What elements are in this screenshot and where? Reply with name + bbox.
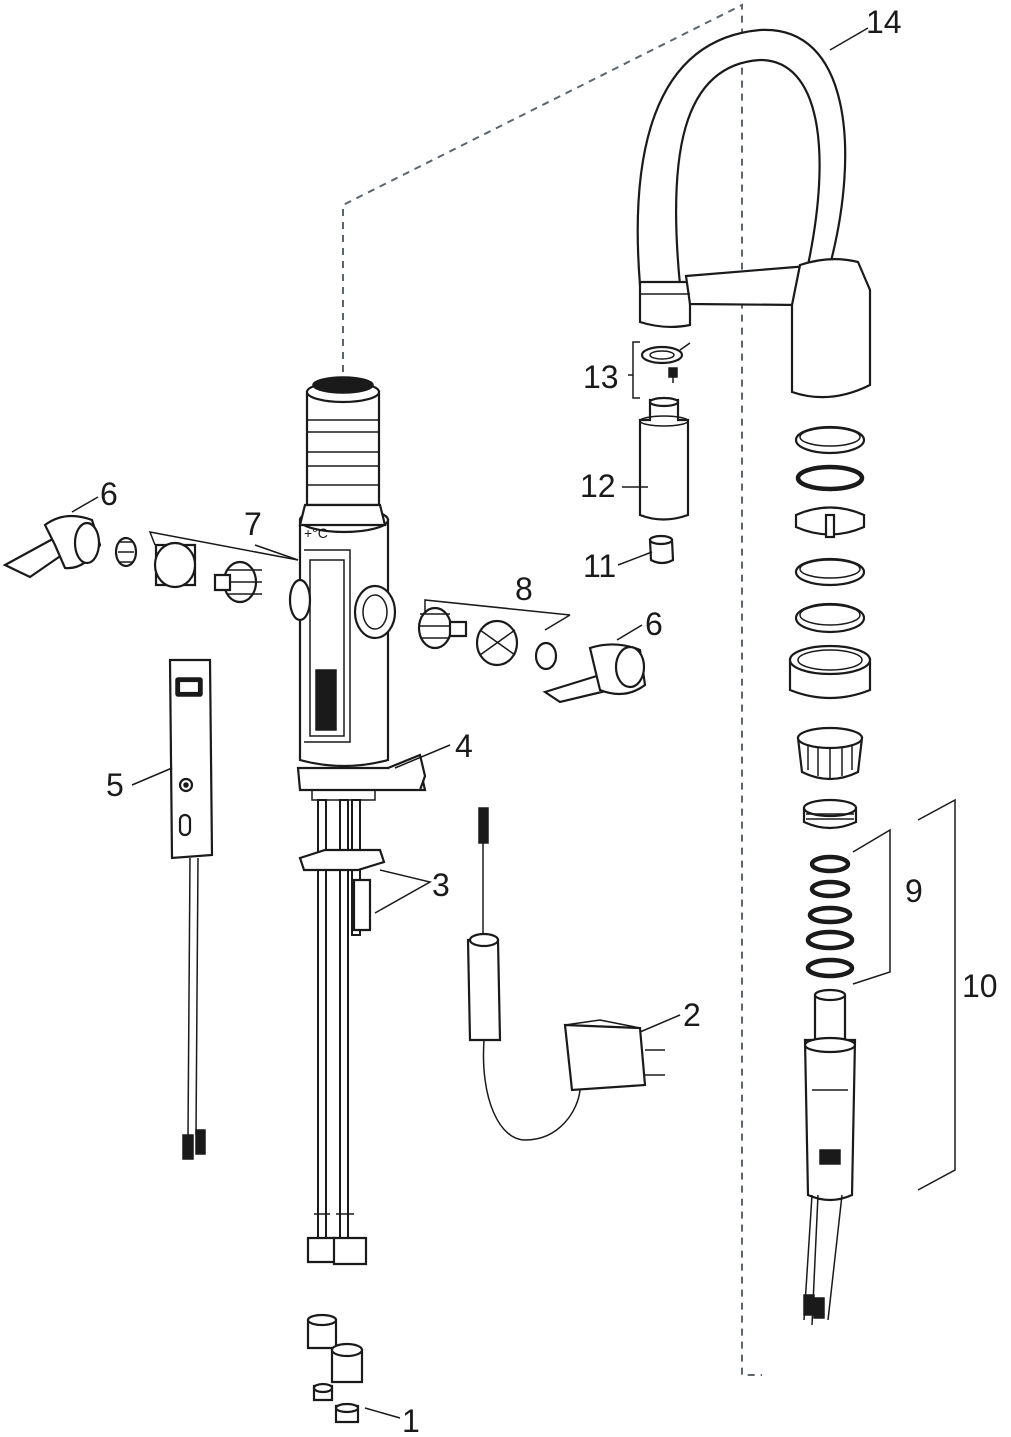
label-2: 2 (683, 997, 701, 1033)
temperature-marking: +°C (304, 525, 328, 541)
right-lever-handle (542, 643, 647, 704)
label-3: 3 (432, 867, 450, 903)
spout-nut (796, 726, 864, 781)
label-4: 4 (455, 728, 473, 764)
label-6-left: 6 (100, 476, 118, 512)
left-cartridge-set (114, 536, 262, 604)
label-8: 8 (515, 571, 533, 607)
leader-lines (71, 27, 956, 1419)
label-13: 14 (866, 4, 902, 40)
assembly-guide-lines (342, 3, 762, 1376)
label-7: 7 (244, 506, 262, 542)
label-10: 10 (962, 968, 998, 1004)
label-5: 5 (106, 767, 124, 803)
label-11: 11 (583, 548, 616, 584)
valve-body (288, 376, 397, 768)
power-adapter (466, 807, 665, 1141)
part-labels: 14 13 12 11 6 7 8 6 4 5 3 2 9 10 1 (100, 4, 998, 1437)
spout-part (636, 28, 872, 399)
fixing-brackets (298, 848, 386, 932)
label-6-right: 6 (645, 606, 663, 642)
threaded-ring (802, 798, 858, 830)
left-lever-handle (2, 514, 102, 579)
spray-head-cartridge (803, 988, 857, 1326)
right-cartridge-set (417, 606, 558, 671)
hose-fittings (306, 1313, 364, 1424)
label-14: 13 (583, 359, 619, 395)
cylinder-sleeve (638, 396, 690, 521)
sensor-panel (168, 658, 214, 1160)
label-9: 9 (905, 873, 923, 909)
spout-seal-rings (788, 425, 872, 700)
label-12: 12 (580, 468, 616, 504)
retaining-clip-and-screw (640, 342, 691, 383)
label-1: 1 (402, 1403, 420, 1437)
small-insert (648, 534, 675, 565)
mounting-bracket (296, 753, 427, 801)
o-ring-set (805, 854, 855, 979)
